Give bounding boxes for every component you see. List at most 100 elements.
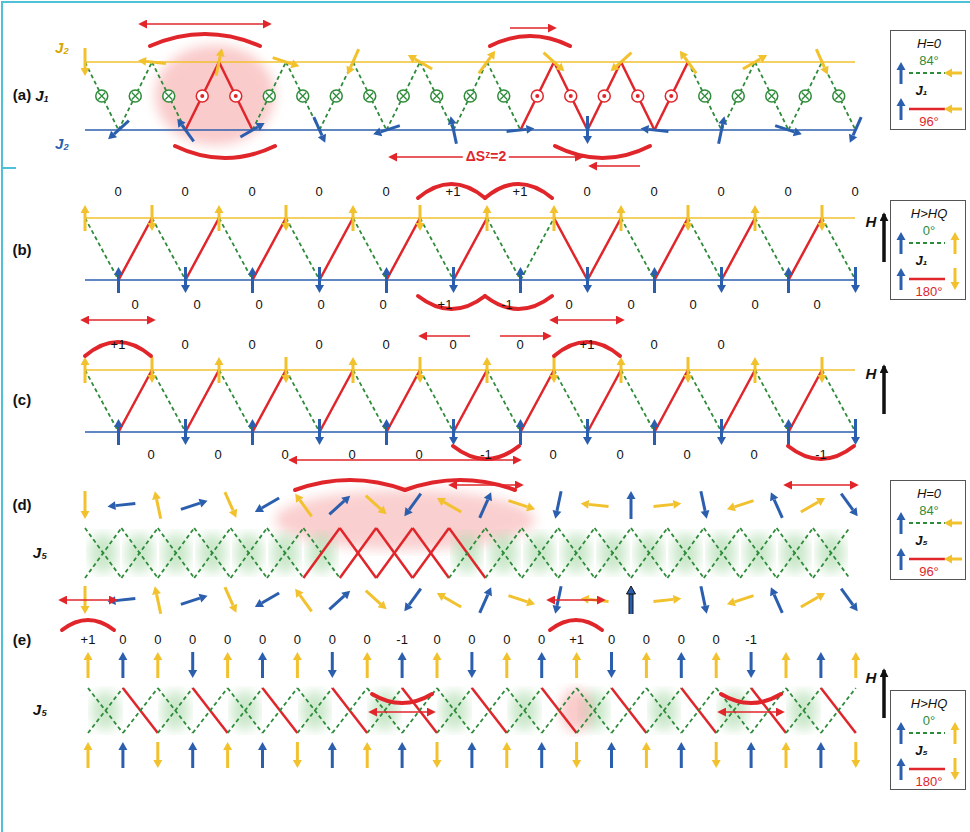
- fm-bond: [704, 528, 740, 578]
- angle-label: 84°: [919, 54, 939, 68]
- bond-cross: [400, 93, 407, 100]
- bond-magnetization: 0: [583, 185, 590, 199]
- spin-head: [770, 492, 778, 501]
- spin-head: [152, 491, 161, 500]
- afm-bond: [472, 688, 507, 733]
- fm-bond: [85, 370, 119, 432]
- fm-bond: [821, 688, 856, 733]
- exchange-arc: [405, 480, 515, 490]
- afm-bond: [909, 768, 945, 771]
- spin-shaft: [285, 205, 288, 223]
- bond-symbol: [766, 90, 778, 102]
- exchange-arc: [150, 34, 260, 46]
- bond-magnetization: 0: [751, 298, 758, 312]
- spin-head: [770, 587, 778, 596]
- spin-head: [550, 375, 559, 383]
- spin-shaft: [285, 357, 288, 375]
- spin-shaft: [687, 205, 690, 223]
- spin-shaft: [146, 61, 166, 63]
- bond-magnetization: 0: [114, 185, 121, 199]
- spin-head: [717, 285, 726, 293]
- afm-bond: [612, 688, 647, 733]
- hop-arrow: [590, 165, 640, 167]
- bond-symbol: [598, 90, 610, 102]
- spin-shaft: [586, 267, 589, 285]
- fm-bond: [521, 218, 555, 280]
- fm-bond: [755, 370, 789, 432]
- spin-head: [81, 205, 90, 213]
- fm-bond: [194, 528, 230, 578]
- bond-magnetization: -1: [480, 448, 492, 462]
- bond-cross: [299, 93, 306, 100]
- condition-label: H=0: [917, 487, 941, 501]
- bond-symbol: [129, 90, 141, 102]
- fm-bond: [85, 62, 119, 130]
- spin-shaft: [480, 595, 488, 613]
- spin-head: [153, 652, 162, 660]
- spin-head: [951, 282, 960, 290]
- spin-shaft: [225, 492, 233, 510]
- spin-shaft: [557, 586, 561, 606]
- fm-bond: [454, 62, 488, 130]
- fm-bond: [158, 528, 194, 578]
- spin-head: [611, 63, 620, 72]
- spin-shaft: [715, 660, 718, 678]
- spin-shaft: [84, 491, 87, 511]
- spin-shaft: [261, 750, 264, 768]
- spin-shaft: [954, 758, 957, 772]
- afm-bond: [909, 108, 945, 111]
- spin-shaft: [444, 597, 461, 607]
- spin-shaft: [181, 598, 200, 604]
- spin-head: [747, 670, 756, 678]
- spin-head: [295, 589, 303, 598]
- spin-head: [255, 599, 264, 607]
- bond-magnetization: 0: [813, 298, 820, 312]
- angle-label: 0°: [923, 224, 935, 238]
- spin-shaft: [381, 126, 400, 132]
- afm-bond: [387, 218, 421, 280]
- fm-bond: [688, 370, 722, 432]
- spin-head: [483, 205, 492, 213]
- bond-magnetization: 0: [147, 448, 154, 462]
- spin-shaft: [273, 58, 292, 64]
- bond-dot: [669, 94, 673, 98]
- fm-bond: [507, 688, 542, 733]
- spin-head: [258, 742, 267, 750]
- fm-bond: [740, 528, 776, 578]
- spin-shaft: [954, 240, 957, 254]
- spin-head: [712, 760, 721, 768]
- afm-bond: [909, 278, 945, 281]
- fm-bond: [437, 688, 472, 733]
- bond-symbol: [297, 90, 309, 102]
- spin-shaft: [715, 742, 718, 760]
- fm-bond: [85, 528, 121, 578]
- fm-bond: [681, 688, 716, 733]
- spin-shaft: [785, 750, 788, 768]
- fm-bond: [152, 218, 186, 280]
- spin-head: [148, 375, 157, 383]
- bond-magnetization: -1: [396, 633, 408, 647]
- spin-head: [382, 419, 391, 427]
- spin-change-label: ΔSᶻ=2: [463, 149, 509, 164]
- spin-head: [818, 223, 827, 231]
- fm-bond: [303, 528, 339, 578]
- exchange-arc: [62, 620, 114, 630]
- spin-shaft: [156, 742, 159, 760]
- exchange-arc: [175, 146, 275, 158]
- spin-head: [650, 419, 659, 427]
- fm-bond: [353, 62, 387, 130]
- spin-layer: [81, 48, 862, 768]
- spin-shaft: [385, 427, 388, 445]
- spin-head: [944, 555, 952, 564]
- fm-bond: [231, 528, 267, 578]
- spin-shaft: [900, 730, 903, 744]
- afm-bond: [219, 62, 253, 130]
- field-arrow: [882, 214, 886, 262]
- spin-shaft: [262, 593, 279, 603]
- fm-bond: [88, 688, 123, 733]
- spin-shaft: [470, 750, 473, 768]
- spin-head: [751, 357, 760, 365]
- coupling-label: J₂: [55, 136, 69, 153]
- spin-head: [408, 55, 417, 63]
- spin-head: [114, 267, 123, 275]
